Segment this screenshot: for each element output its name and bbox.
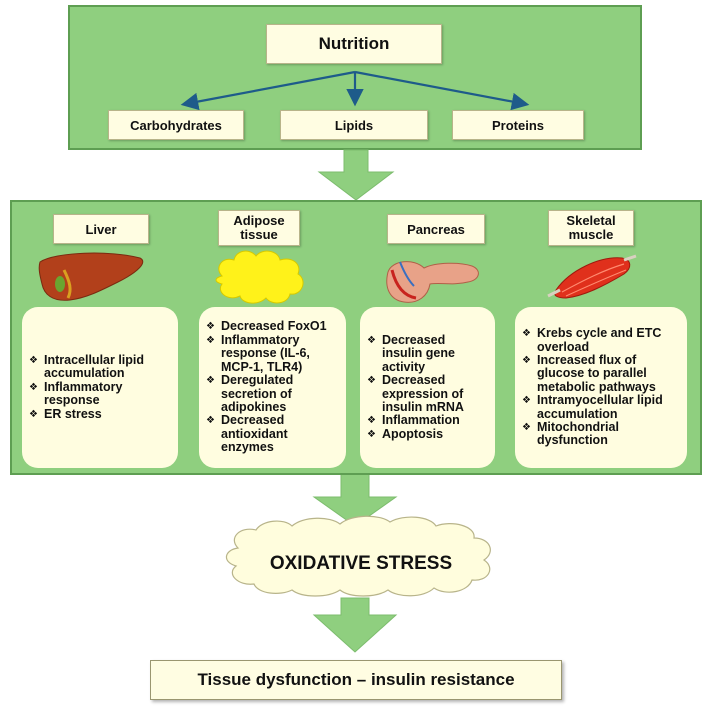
carbohydrates-box: Carbohydrates bbox=[108, 110, 244, 140]
organ-card-adipose: Decreased FoxO1 Inflammatory response (I… bbox=[199, 307, 346, 468]
adipose-cloud-icon bbox=[215, 250, 304, 304]
muscle-item: Mitochondrial dysfunction bbox=[522, 420, 680, 448]
muscle-item: Increased flux of glucose to parallel me… bbox=[522, 353, 680, 394]
organ-title-adipose: Adipose tissue bbox=[218, 210, 300, 246]
liver-item: Inflammatory response bbox=[29, 380, 171, 408]
organ-card-pancreas: Decreased insulin gene activity Decrease… bbox=[360, 307, 495, 468]
arrow-to-proteins bbox=[354, 70, 530, 111]
liver-item: Intracellular lipid accumulation bbox=[29, 353, 171, 381]
down-arrow-3 bbox=[312, 597, 398, 653]
muscle-item: Intramyocellular lipid accumulation bbox=[522, 394, 680, 421]
outcome-box: Tissue dysfunction – insulin resistance bbox=[150, 660, 562, 700]
oxidative-stress-label: OXIDATIVE STRESS bbox=[269, 553, 453, 574]
liver-item: ER stress bbox=[29, 407, 171, 422]
nutrition-connectors bbox=[180, 70, 530, 111]
organ-title-liver: Liver bbox=[53, 214, 149, 244]
nutrition-box: Nutrition bbox=[266, 24, 442, 64]
pancreas-item: Decreased insulin gene activity bbox=[367, 333, 488, 374]
adipose-item: Decreased FoxO1 bbox=[206, 320, 339, 335]
liver-icon bbox=[38, 252, 144, 301]
arrow-to-carbohydrates bbox=[180, 70, 356, 111]
organ-card-muscle: Krebs cycle and ETC overload Increased f… bbox=[515, 307, 687, 468]
adipose-item: Decreased antioxidant enzymes bbox=[206, 414, 339, 454]
adipose-item: Inflammatory response (IL-6, MCP-1, TLR4… bbox=[206, 333, 339, 374]
pancreas-item: Inflammation bbox=[367, 413, 488, 428]
adipose-item: Deregulated secretion of adipokines bbox=[206, 373, 339, 414]
organ-title-pancreas: Pancreas bbox=[387, 214, 485, 244]
muscle-item: Krebs cycle and ETC overload bbox=[522, 327, 680, 354]
pancreas-item: Apoptosis bbox=[367, 427, 488, 442]
proteins-box: Proteins bbox=[452, 110, 584, 140]
down-arrow-1 bbox=[317, 149, 395, 201]
muscle-icon bbox=[547, 254, 637, 299]
organ-title-muscle: Skeletal muscle bbox=[548, 210, 634, 246]
organ-card-liver: Intracellular lipid accumulation Inflamm… bbox=[22, 307, 178, 468]
pancreas-icon bbox=[386, 261, 479, 303]
pancreas-item: Decreased expression of insulin mRNA bbox=[367, 373, 488, 414]
lipids-box: Lipids bbox=[280, 110, 428, 140]
